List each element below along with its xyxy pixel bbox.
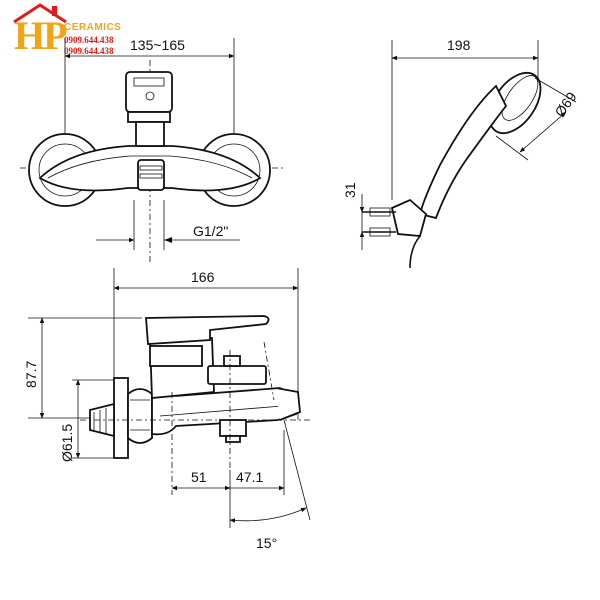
dim-spout-offset-1: 51 xyxy=(191,469,207,485)
logo-brand-text: CERAMICS xyxy=(64,22,122,33)
side-view xyxy=(28,268,311,528)
dim-holder-height: 31 xyxy=(342,182,358,198)
logo-phone-2: 0909.644.438 xyxy=(64,46,114,56)
dim-flange-diameter: Ø61.5 xyxy=(59,424,75,462)
house-roof-icon xyxy=(13,3,67,24)
handshower-view xyxy=(359,40,577,269)
logo-phone-1: 0909.644.438 xyxy=(64,35,114,45)
dim-handshower-length: 198 xyxy=(447,37,471,53)
logo-mark: HP xyxy=(14,13,68,58)
brand-logo: HP CERAMICS 0909.644.438 0909.644.438 xyxy=(4,2,134,58)
dim-lever-height: 87.7 xyxy=(23,361,39,388)
front-view xyxy=(20,38,285,265)
dim-mixer-length: 166 xyxy=(191,269,215,285)
dim-wall-spacing: 135~165 xyxy=(130,37,185,53)
dim-handshower-head: Ø69 xyxy=(551,89,579,120)
dim-angle: 15° xyxy=(256,535,277,551)
dim-thread: G1/2" xyxy=(193,223,228,239)
dim-spout-offset-2: 47.1 xyxy=(236,469,263,485)
